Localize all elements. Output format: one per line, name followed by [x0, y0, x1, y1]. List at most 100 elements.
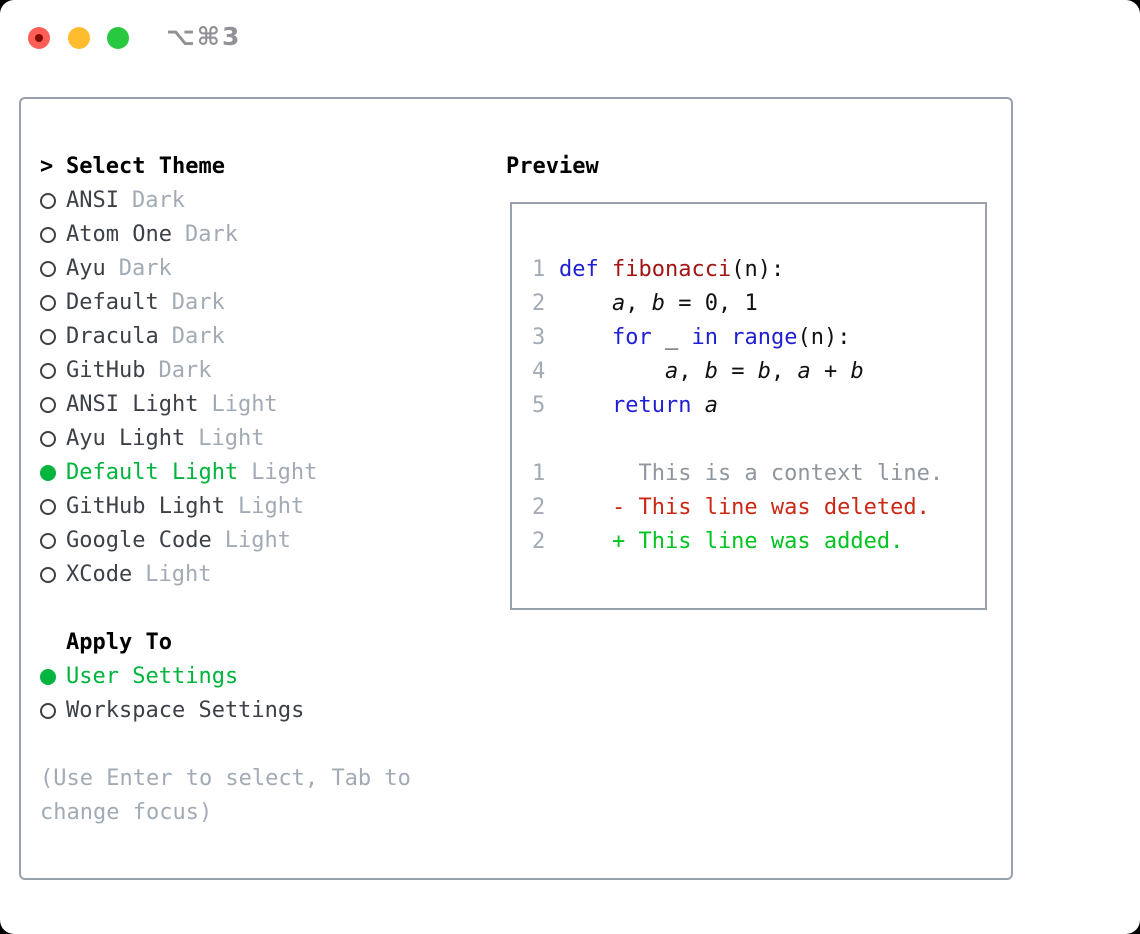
code-token: , — [678, 359, 705, 384]
code-token: b — [704, 359, 718, 384]
radio-indent — [40, 465, 66, 481]
line-number: 1 — [532, 257, 546, 282]
theme-option[interactable]: Dracula Dark — [40, 320, 490, 354]
diff-preview: 1 This is a context line.2 - This line w… — [532, 457, 985, 559]
diff-text: + This line was added. — [559, 529, 904, 554]
option-variant-label: Light — [251, 460, 318, 485]
option-variant-label: Light — [211, 392, 278, 417]
radio-indent — [40, 703, 66, 719]
option-variant-label: Dark — [171, 290, 225, 315]
code-token — [559, 321, 612, 355]
preview-title: Preview — [506, 154, 599, 179]
option-label: XCode — [66, 562, 133, 587]
code-token: _ — [651, 325, 692, 350]
preview-header: Preview — [506, 150, 599, 184]
code-token: a — [704, 393, 718, 418]
diff-line-context: 1 This is a context line. — [532, 457, 985, 491]
code-token — [559, 355, 665, 389]
code-token: b — [850, 359, 864, 384]
radio-indent — [40, 363, 66, 379]
code-line: 4 a, b = b, a + b — [532, 355, 985, 389]
theme-option[interactable]: Default Dark — [40, 286, 490, 320]
option-label: Atom One — [66, 222, 172, 247]
code-token: b — [651, 291, 665, 316]
code-line: 5 return a — [532, 389, 985, 423]
line-number: 2 — [532, 529, 546, 554]
radio-indent — [40, 499, 66, 515]
radio-indent — [40, 397, 66, 413]
option-variant-label: Dark — [131, 188, 185, 213]
close-button-dot — [35, 34, 43, 42]
radio-indent — [40, 261, 66, 277]
option-variant-label: Dark — [118, 256, 172, 281]
apply-option[interactable]: User Settings — [40, 660, 490, 694]
radio-indent — [40, 567, 66, 583]
option-label: GitHub Light — [66, 494, 225, 519]
option-label: Dracula — [66, 324, 159, 349]
radio-icon — [40, 227, 56, 243]
help-text-line: (Use Enter to select, Tab to — [40, 766, 411, 791]
line-number: 1 — [532, 461, 546, 486]
code-token: range — [731, 325, 798, 350]
code-token: (n): — [797, 325, 851, 350]
code-token: a — [664, 359, 679, 384]
zoom-button[interactable] — [107, 27, 129, 49]
code-token: + — [810, 359, 851, 384]
radio-indent — [40, 431, 66, 447]
option-variant-label: Light — [237, 494, 305, 519]
radio-icon — [40, 499, 56, 515]
apply-option[interactable]: Workspace Settings — [40, 694, 490, 728]
radio-icon — [40, 431, 56, 447]
radio-icon — [40, 703, 56, 719]
theme-option[interactable]: GitHub Dark — [40, 354, 490, 388]
code-token: (n): — [731, 257, 785, 282]
option-label: Default — [66, 290, 159, 315]
line-number: 4 — [532, 359, 546, 384]
code-token: for — [611, 325, 652, 350]
radio-icon — [40, 193, 56, 209]
option-variant-label: Dark — [158, 358, 212, 383]
option-label: Workspace Settings — [66, 698, 305, 723]
option-variant-label: Dark — [171, 324, 225, 349]
option-variant-label: Light — [145, 562, 212, 587]
minimize-button[interactable] — [68, 27, 90, 49]
close-button[interactable] — [28, 27, 50, 49]
theme-option[interactable]: XCode Light — [40, 558, 490, 592]
radio-icon — [40, 533, 56, 549]
line-number: 5 — [532, 393, 546, 418]
code-token — [718, 321, 731, 355]
radio-icon — [40, 363, 56, 379]
code-token: a — [611, 291, 626, 316]
radio-indent — [40, 295, 66, 311]
radio-indent — [40, 329, 66, 345]
code-token: , — [770, 359, 798, 384]
code-line: 3 for _ in range(n): — [532, 321, 985, 355]
code-token: a — [797, 359, 811, 384]
code-token: = — [717, 359, 758, 384]
line-number: 3 — [532, 325, 546, 350]
radio-icon — [40, 397, 56, 413]
code-token: fibonacci — [612, 257, 732, 282]
option-label: GitHub — [66, 358, 146, 383]
radio-icon — [40, 329, 56, 345]
diff-line-deleted: 2 - This line was deleted. — [532, 491, 985, 525]
radio-indent — [40, 227, 66, 243]
theme-list-title: Select Theme — [66, 154, 225, 179]
theme-option[interactable]: GitHub Light Light — [40, 490, 490, 524]
option-label: Ayu Light — [66, 426, 186, 451]
